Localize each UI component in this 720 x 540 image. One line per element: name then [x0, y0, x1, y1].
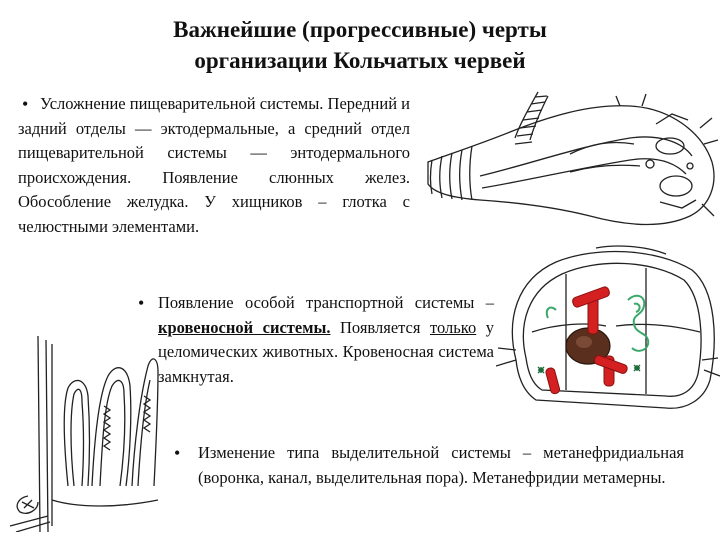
bullet-2: •	[138, 293, 145, 313]
paragraph-2-emphasis: кровеносной системы.	[158, 317, 331, 337]
paragraph-3-text: Изменение типа выделительной системы – м…	[198, 443, 684, 487]
paragraph-digestive-system: Усложнение пищеварительной системы. Пере…	[18, 92, 410, 239]
bullet-3: •	[174, 443, 181, 463]
paragraph-2-part-1: Появление особой транспортной системы –	[158, 293, 494, 312]
paragraph-2-part-5: у целомических животных. Кровеносная сис…	[158, 317, 494, 386]
bullet-1: •	[22, 94, 29, 114]
annelid-cross-section-illustration	[496, 245, 720, 409]
annelid-head-illustration	[427, 91, 719, 226]
slide-title: Важнейшие (прогрессивные) черты организа…	[60, 14, 660, 76]
metanephridium-illustration	[9, 336, 159, 532]
paragraph-circulatory-system: Появление особой транспортной системы – …	[158, 291, 494, 389]
paragraph-2-only: только	[430, 317, 477, 337]
paragraph-2-part-3: Появляется	[330, 317, 430, 337]
nephridium-coil	[627, 294, 650, 352]
title-line-2: организации Кольчатых червей	[194, 48, 526, 73]
paragraph-excretory-system: Изменение типа выделительной системы – м…	[198, 441, 684, 490]
paragraph-1-text: Усложнение пищеварительной системы. Пере…	[18, 94, 410, 236]
title-line-1: Важнейшие (прогрессивные) черты	[173, 17, 547, 42]
